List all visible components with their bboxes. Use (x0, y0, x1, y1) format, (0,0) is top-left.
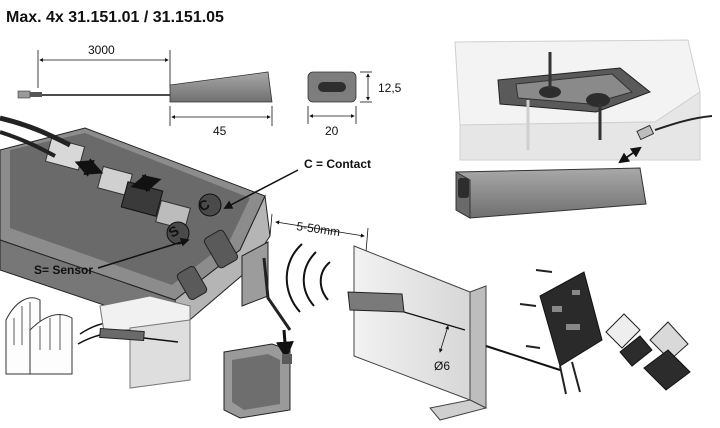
box-illustration (223, 257, 294, 419)
sensor-end-view (307, 71, 372, 124)
range-illustration (241, 213, 561, 421)
sensor-callout-label: S= Sensor (34, 263, 93, 277)
diameter-label: Ø6 (434, 359, 450, 373)
contact-callout-arrow (223, 169, 299, 209)
circuit-board-illustration (519, 269, 691, 395)
cable-drawing (17, 50, 171, 99)
housing-width-label: 20 (325, 124, 339, 138)
mounting-illustration (454, 39, 713, 219)
open-housing-illustration (0, 115, 271, 332)
page-title: Max. 4x 31.151.01 / 31.151.05 (6, 9, 224, 26)
sensor-callout-arrow (97, 237, 190, 269)
housing-length-label: 45 (213, 124, 227, 138)
touchless-hand-illustration (5, 295, 191, 389)
housing-height-label: 12,5 (378, 81, 402, 95)
sensor-side-view (169, 71, 273, 126)
cable-length-label: 3000 (88, 43, 115, 57)
contact-callout-label: C = Contact (304, 157, 371, 171)
range-label: 5-50mm (296, 219, 342, 239)
